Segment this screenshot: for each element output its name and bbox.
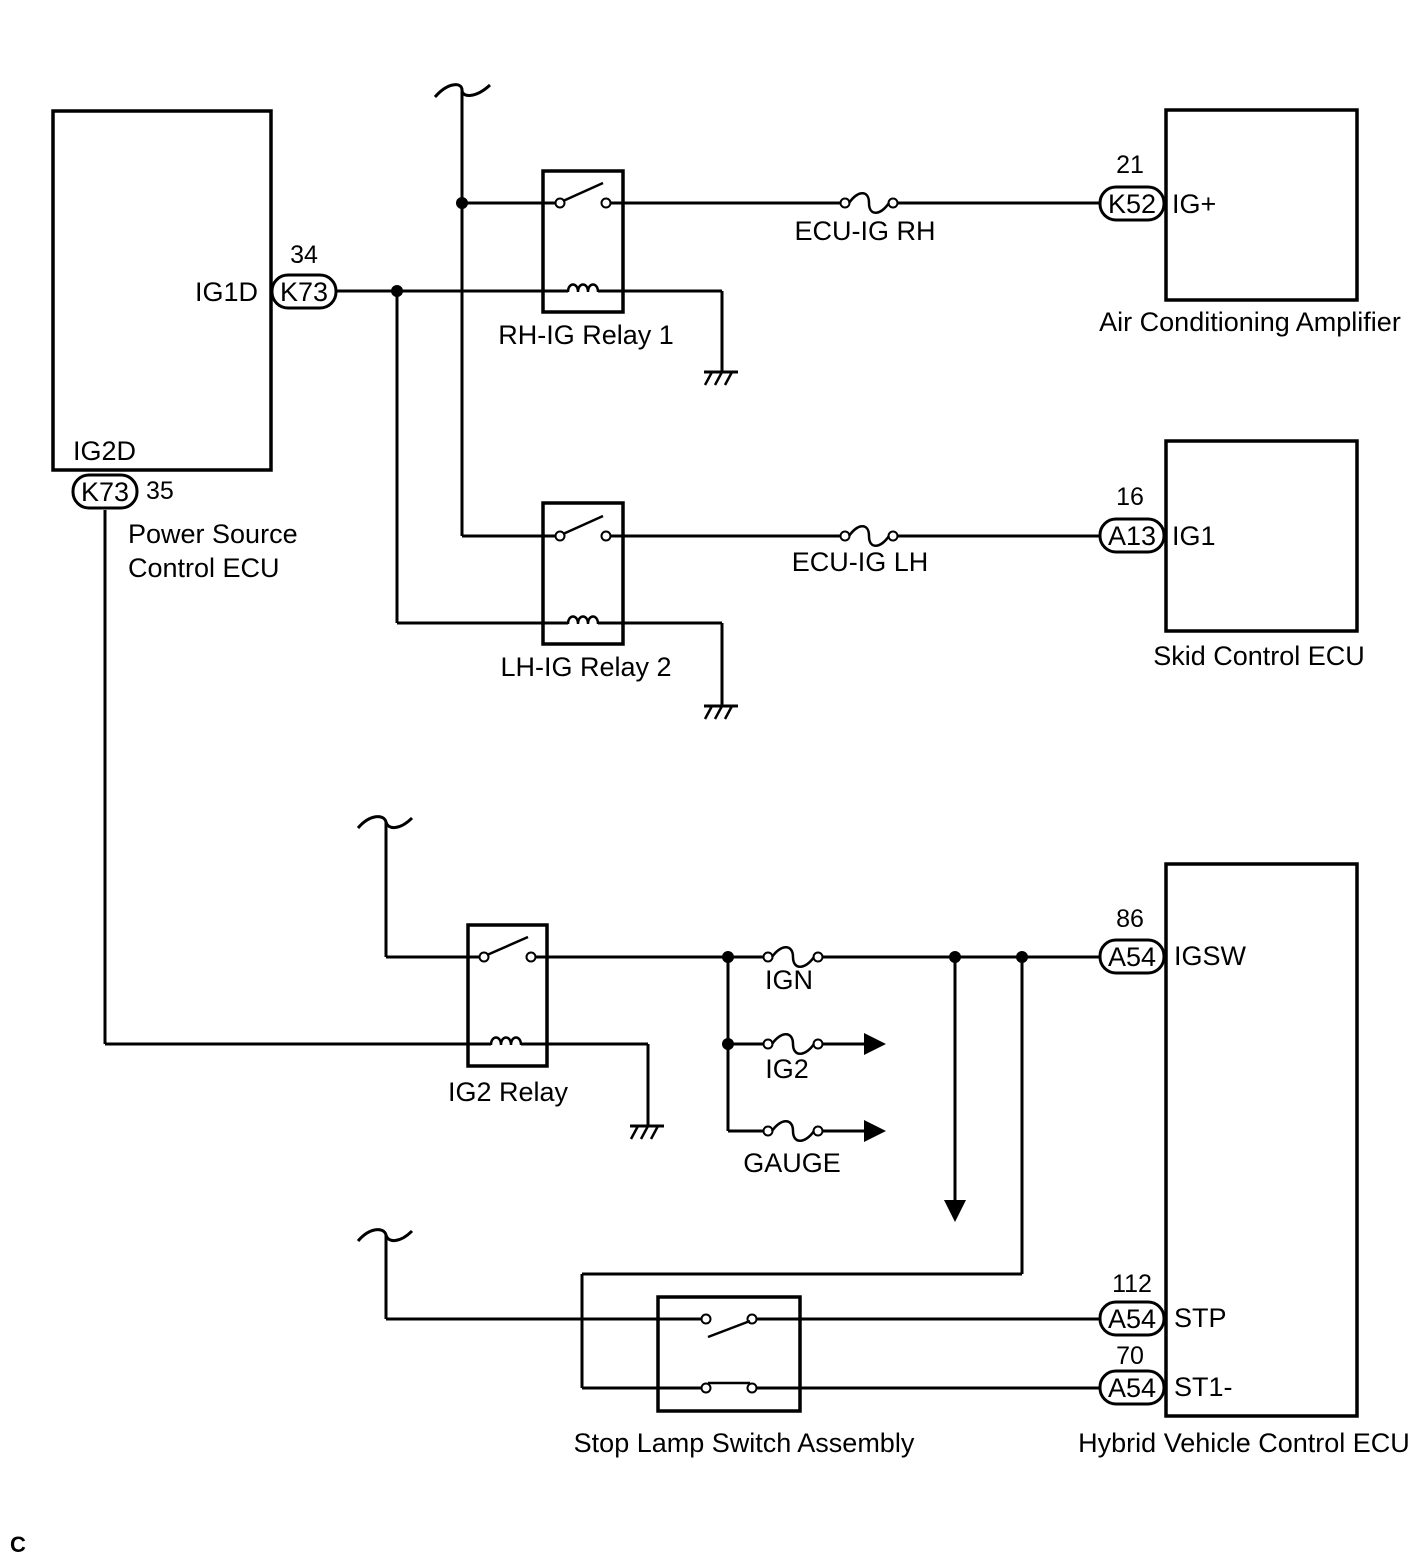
arrow-right-icon: [864, 1033, 886, 1055]
connector-a54-st1: A54: [1098, 1369, 1166, 1406]
junction-dot: [456, 197, 468, 209]
fuse-gauge-icon: [762, 1120, 824, 1142]
terminal-stp: STP: [1174, 1303, 1227, 1333]
connector-k73-ig1d: K73: [270, 273, 338, 310]
svg-text:A13: A13: [1108, 521, 1156, 551]
ig2-relay: [466, 923, 549, 1068]
connector-k73-ig2d: K73: [71, 473, 139, 510]
svg-text:A54: A54: [1108, 1373, 1156, 1403]
fuse-label: ECU-IG LH: [792, 547, 929, 577]
pin-number: 16: [1116, 483, 1144, 511]
ground-icon: [629, 1124, 664, 1140]
fuse-label: GAUGE: [743, 1148, 841, 1178]
ac-amplifier-box: [1164, 108, 1359, 302]
lh-relay-coil-icon: [566, 615, 600, 625]
rh-relay-label: RH-IG Relay 1: [498, 320, 674, 350]
pin-number: 86: [1116, 905, 1144, 933]
fuse-ecu-ig-rh-icon: [839, 192, 899, 214]
connector-a13: A13: [1098, 517, 1166, 554]
svg-text:A54: A54: [1108, 942, 1156, 972]
pin-number: 70: [1116, 1342, 1144, 1370]
arrow-down-icon: [944, 1200, 966, 1222]
terminal-st1: ST1-: [1174, 1372, 1233, 1402]
terminal-ig1d: IG1D: [195, 277, 258, 307]
terminal-igsw: IGSW: [1174, 941, 1247, 971]
stop-lamp-switch: [656, 1295, 802, 1413]
svg-text:K52: K52: [1108, 189, 1156, 219]
connector-k52: K52: [1098, 185, 1166, 222]
power-source-ecu-label: Power Source: [128, 519, 298, 549]
lh-ig-relay: [541, 501, 625, 646]
svg-text:K73: K73: [280, 277, 328, 307]
pin-number: 34: [290, 241, 318, 269]
ig2-relay-coil-icon: [489, 1036, 523, 1046]
fuse-label: ECU-IG RH: [795, 216, 936, 246]
skid-ecu-box: [1164, 439, 1359, 633]
corner-mark: C: [10, 1532, 26, 1557]
pin-number: 35: [146, 477, 174, 505]
pin-number: 21: [1116, 151, 1144, 179]
lh-relay-label: LH-IG Relay 2: [500, 652, 671, 682]
stop-lamp-switch-label: Stop Lamp Switch Assembly: [574, 1428, 915, 1458]
ground-icon: [703, 704, 738, 720]
terminal-ig2d: IG2D: [73, 436, 136, 466]
ground-icon: [703, 370, 738, 386]
fuse-ig2-icon: [762, 1033, 824, 1055]
ig2-relay-label: IG2 Relay: [448, 1077, 569, 1107]
skid-ecu-label: Skid Control ECU: [1153, 641, 1365, 671]
hv-ecu-label: Hybrid Vehicle Control ECU: [1078, 1428, 1410, 1458]
fuse-ecu-ig-lh-icon: [839, 525, 899, 547]
fuse-ign-icon: [762, 946, 824, 968]
rh-relay-coil-icon: [566, 283, 600, 293]
svg-text:A54: A54: [1108, 1304, 1156, 1334]
connector-a54-stp: A54: [1098, 1300, 1166, 1337]
pin-number: 112: [1112, 1270, 1152, 1298]
rh-ig-relay: [541, 169, 625, 314]
svg-text:K73: K73: [81, 477, 129, 507]
arrow-right-icon: [864, 1120, 886, 1142]
fuse-label: IGN: [765, 965, 813, 995]
terminal-ig1: IG1: [1172, 521, 1216, 551]
ac-amplifier-label: Air Conditioning Amplifier: [1099, 307, 1401, 337]
connector-a54-igsw: A54: [1098, 938, 1166, 975]
fuse-label: IG2: [765, 1054, 809, 1084]
terminal-ig-plus: IG+: [1172, 189, 1216, 219]
hv-ecu-box: [1164, 862, 1359, 1418]
power-source-ecu-label: Control ECU: [128, 553, 280, 583]
